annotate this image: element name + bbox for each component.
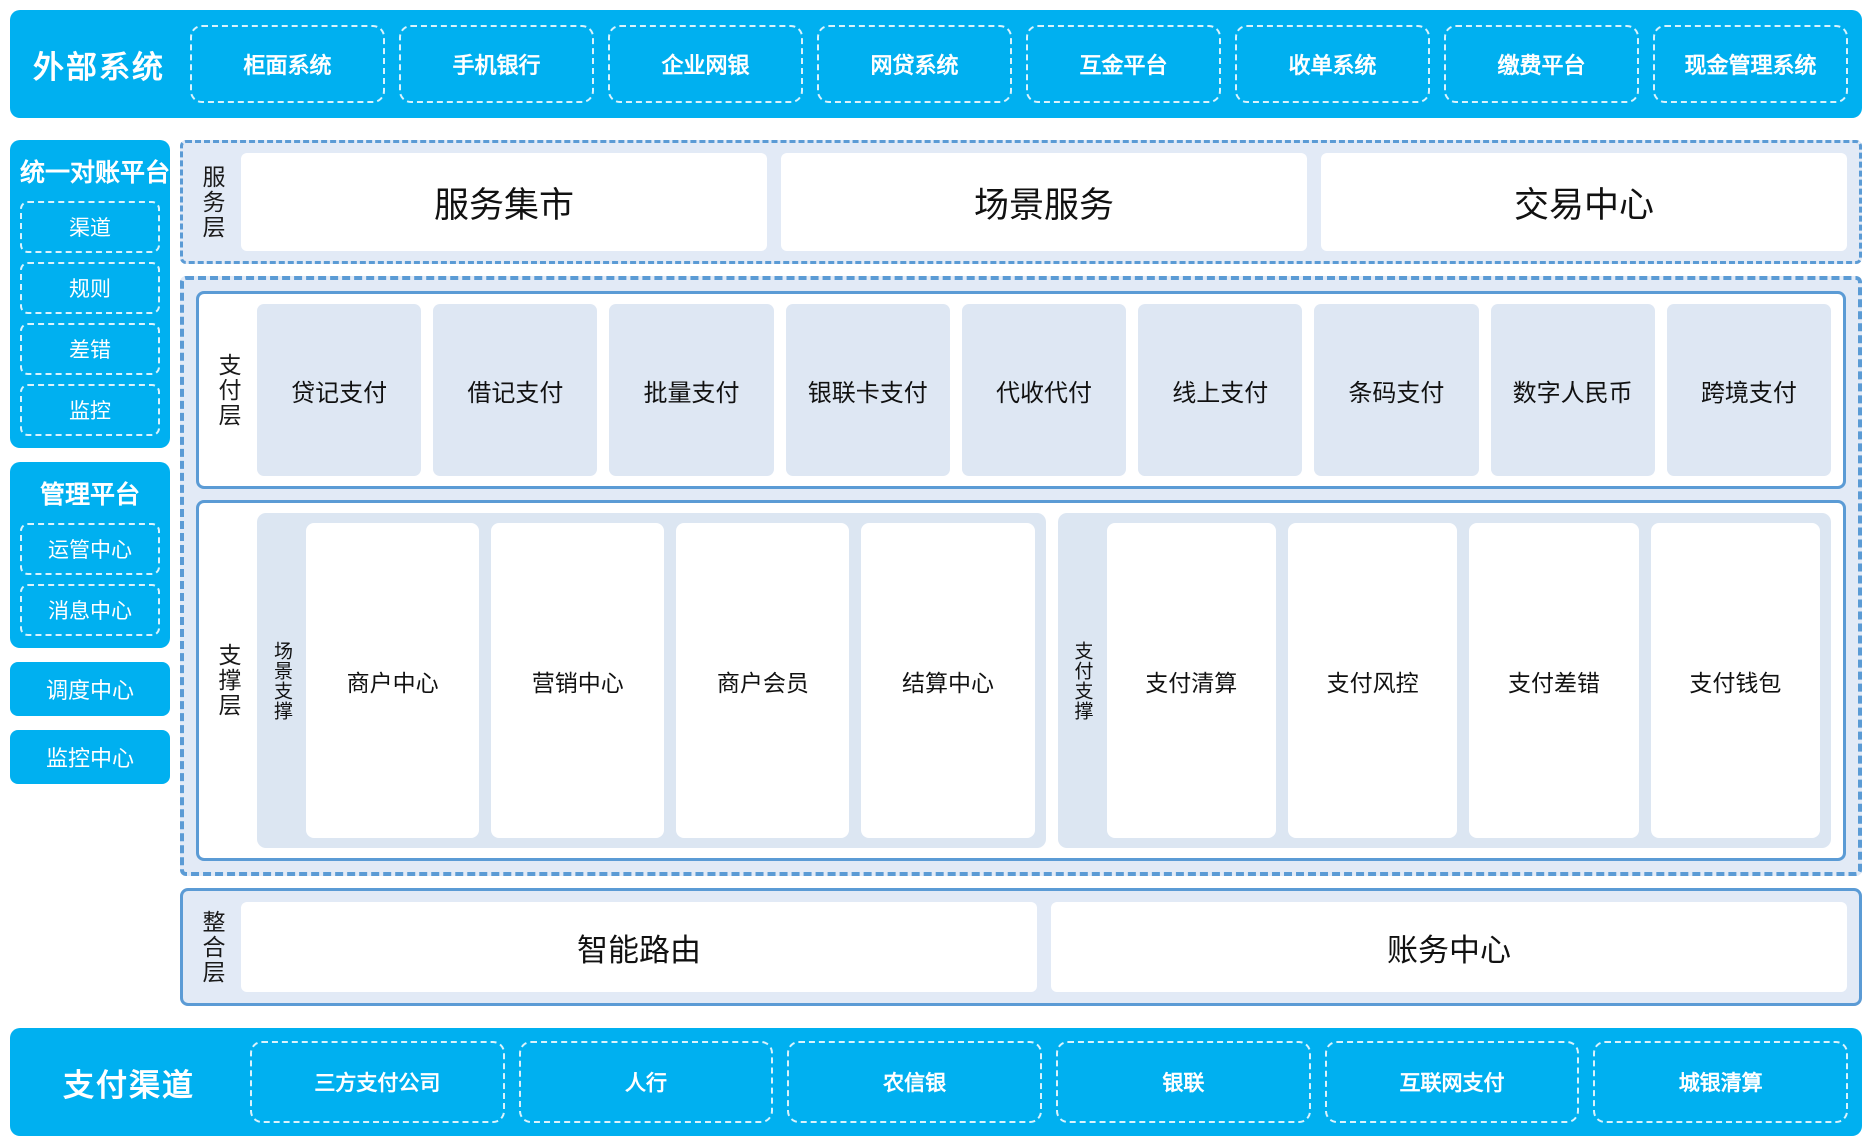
external-system-chip[interactable]: 现金管理系统 [1653, 25, 1848, 103]
payment-tile-batch[interactable]: 批量支付 [609, 304, 774, 476]
payment-layer: 支付层 贷记支付 借记支付 批量支付 银联卡支付 代收代付 线上支付 条码支付 … [196, 291, 1846, 489]
payment-channel-band: 支付渠道 三方支付公司 人行 农信银 银联 互联网支付 城银清算 [10, 1028, 1862, 1136]
management-platform-title: 管理平台 [39, 481, 140, 509]
payment-tile-collection-payment[interactable]: 代收代付 [961, 304, 1127, 476]
external-system-chip[interactable]: 收单系统 [1235, 25, 1430, 103]
external-systems-list: 柜面系统 手机银行 企业网银 网贷系统 互金平台 收单系统 缴费平台 现金管理系… [190, 25, 1848, 103]
support-tile-payment-riskcontrol[interactable]: 支付风控 [1287, 523, 1458, 838]
payment-tile-debit[interactable]: 借记支付 [433, 304, 598, 476]
payment-tile-barcode[interactable]: 条码支付 [1314, 304, 1479, 476]
service-layer-label: 服务层 [199, 164, 225, 240]
payment-tile-cross-border[interactable]: 跨境支付 [1666, 304, 1831, 476]
payment-channel-title: 支付渠道 [63, 1067, 195, 1103]
external-system-chip[interactable]: 互金平台 [1026, 25, 1221, 103]
payment-tile-credit[interactable]: 贷记支付 [257, 304, 422, 476]
payment-channel-chip[interactable]: 三方支付公司 [250, 1041, 505, 1123]
payment-layer-label: 支付层 [215, 352, 241, 428]
support-layer-label: 支撑层 [215, 643, 241, 718]
support-tile-marketing-center[interactable]: 营销中心 [491, 523, 665, 838]
management-platform-card: 管理平台 运管中心 消息中心 [10, 462, 170, 648]
integration-layer-items: 智能路由 账务中心 [241, 902, 1847, 992]
service-box-transaction[interactable]: 交易中心 [1321, 153, 1847, 251]
external-systems-band: 外部系统 柜面系统 手机银行 企业网银 网贷系统 互金平台 收单系统 缴费平台 … [10, 10, 1862, 118]
support-tile-settlement-center[interactable]: 结算中心 [861, 523, 1035, 838]
service-layer: 服务层 服务集市 场景服务 交易中心 [180, 140, 1862, 264]
payment-layer-items: 贷记支付 借记支付 批量支付 银联卡支付 代收代付 线上支付 条码支付 数字人民… [257, 304, 1831, 476]
sidebar-item-scheduling-center[interactable]: 调度中心 [10, 662, 170, 716]
integration-layer: 整合层 智能路由 账务中心 [180, 888, 1862, 1006]
sidebar-item-error[interactable]: 差错 [20, 323, 160, 375]
support-tile-merchant-center[interactable]: 商户中心 [306, 523, 480, 838]
left-sidebar: 统一对账平台 渠道 规则 差错 监控 管理平台 运管中心 消息中心 调度中心 监… [10, 140, 170, 784]
support-group-payment-label: 支付支撑 [1071, 640, 1093, 721]
payment-channel-chip[interactable]: 人行 [518, 1041, 774, 1123]
integration-layer-label: 整合层 [199, 909, 225, 985]
main-column: 服务层 服务集市 场景服务 交易中心 支付层 贷记支付 借记支付 批量支付 银联… [180, 140, 1862, 1006]
payment-tile-digital-rmb[interactable]: 数字人民币 [1490, 304, 1655, 476]
sidebar-item-monitoring-center[interactable]: 监控中心 [10, 730, 170, 784]
support-tile-merchant-member[interactable]: 商户会员 [676, 523, 850, 838]
support-tile-payment-wallet[interactable]: 支付钱包 [1650, 523, 1821, 838]
external-system-chip[interactable]: 企业网银 [608, 25, 803, 103]
integration-box-smart-routing[interactable]: 智能路由 [241, 902, 1037, 992]
payment-tile-online[interactable]: 线上支付 [1138, 304, 1303, 476]
support-group-scenario-items: 商户中心 营销中心 商户会员 结算中心 [306, 523, 1035, 838]
sidebar-item-operations-center[interactable]: 运管中心 [20, 523, 160, 575]
payment-channel-list: 三方支付公司 人行 农信银 银联 互联网支付 城银清算 [250, 1041, 1849, 1123]
support-group-scenario-label: 场景支撑 [271, 640, 292, 721]
reconciliation-platform-card: 统一对账平台 渠道 规则 差错 监控 [10, 140, 170, 448]
service-layer-items: 服务集市 场景服务 交易中心 [241, 153, 1847, 251]
sidebar-item-message-center[interactable]: 消息中心 [20, 584, 160, 636]
support-group-payment-items: 支付清算 支付风控 支付差错 支付钱包 [1106, 523, 1821, 838]
payment-channel-chip[interactable]: 银联 [1056, 1041, 1311, 1123]
payment-channel-chip[interactable]: 互联网支付 [1324, 1041, 1580, 1123]
support-layer-groups: 场景支撑 商户中心 营销中心 商户会员 结算中心 支付支撑 支付清算 支付风控 [257, 513, 1831, 848]
external-system-chip[interactable]: 网贷系统 [817, 25, 1012, 103]
payment-tile-unionpay-card[interactable]: 银联卡支付 [785, 304, 950, 476]
sidebar-item-monitor[interactable]: 监控 [20, 384, 160, 436]
service-box-market[interactable]: 服务集市 [241, 153, 767, 251]
service-box-scenario[interactable]: 场景服务 [781, 153, 1307, 251]
support-tile-payment-clearing[interactable]: 支付清算 [1106, 523, 1276, 838]
external-system-chip[interactable]: 柜面系统 [190, 25, 385, 103]
payment-channel-chip[interactable]: 农信银 [787, 1041, 1043, 1123]
sidebar-item-rule[interactable]: 规则 [20, 262, 160, 314]
external-system-chip[interactable]: 缴费平台 [1444, 25, 1639, 103]
external-system-chip[interactable]: 手机银行 [399, 25, 594, 103]
payment-channel-chip[interactable]: 城银清算 [1593, 1041, 1849, 1123]
integration-box-accounting-center[interactable]: 账务中心 [1051, 902, 1847, 992]
support-tile-payment-error[interactable]: 支付差错 [1469, 523, 1639, 838]
core-platform-container: 支付层 贷记支付 借记支付 批量支付 银联卡支付 代收代付 线上支付 条码支付 … [180, 276, 1862, 876]
reconciliation-platform-title: 统一对账平台 [20, 159, 171, 187]
sidebar-item-channel[interactable]: 渠道 [20, 201, 160, 253]
support-group-scenario: 场景支撑 商户中心 营销中心 商户会员 结算中心 [257, 513, 1046, 848]
external-systems-title: 外部系统 [33, 49, 165, 85]
support-group-payment: 支付支撑 支付清算 支付风控 支付差错 支付钱包 [1057, 513, 1831, 848]
support-layer: 支撑层 场景支撑 商户中心 营销中心 商户会员 结算中心 支付支撑 [196, 500, 1846, 861]
